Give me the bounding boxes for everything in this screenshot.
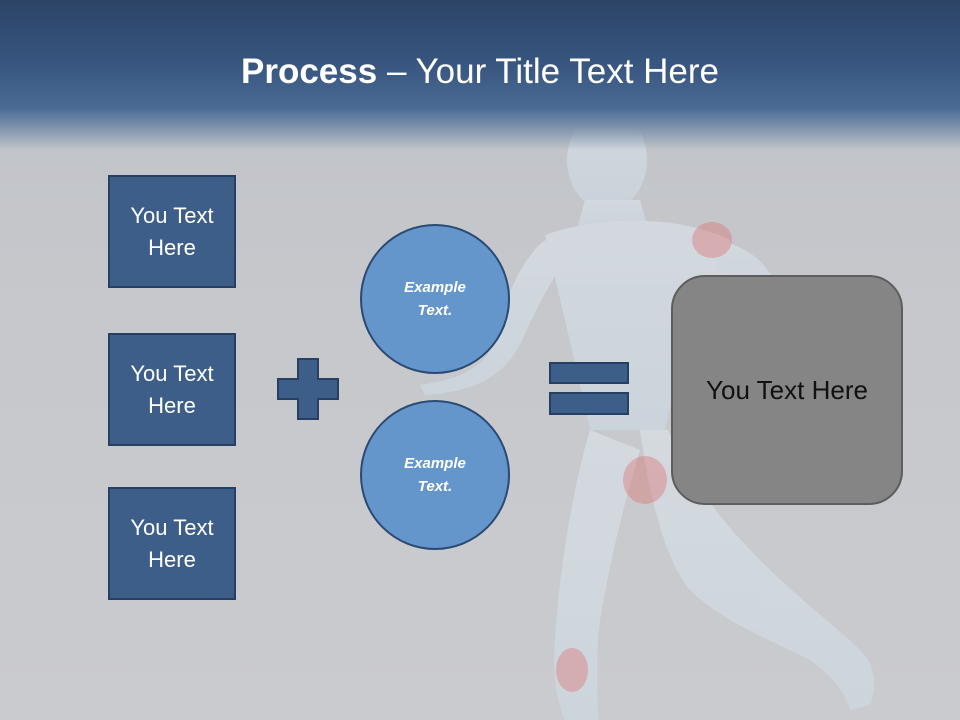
- example-circle-2-line1: Example: [404, 455, 466, 472]
- left-box-3-line1: You Text: [130, 514, 214, 540]
- example-circle-1-line2: Text.: [417, 302, 453, 319]
- result-box: You Text Here: [671, 275, 903, 505]
- result-box-text: You Text Here: [706, 374, 868, 405]
- example-circle-2-line2: Text.: [417, 478, 453, 495]
- equals-icon: [549, 362, 629, 415]
- slide-title-rest: – Your Title Text Here: [377, 52, 719, 91]
- plus-icon: [277, 358, 339, 420]
- left-box-3-line2: Here: [148, 546, 196, 572]
- left-box-1-line2: Here: [148, 234, 196, 260]
- example-circle-1-line1: Example: [404, 279, 466, 296]
- left-box-2-line1: You Text: [130, 360, 214, 386]
- left-box-2-line2: Here: [148, 392, 196, 418]
- header-band: [0, 0, 960, 150]
- slide-title-bold: Process: [241, 52, 378, 91]
- slide-title: Process – Your Title Text Here: [0, 52, 960, 92]
- left-box-1-line1: You Text: [130, 202, 214, 228]
